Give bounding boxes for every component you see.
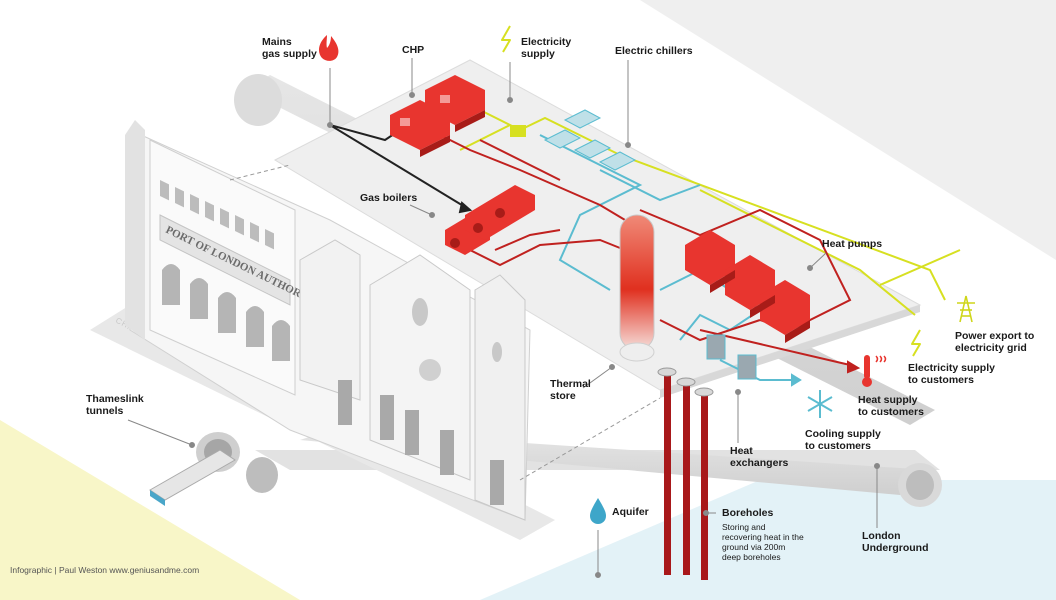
electricity-customers-label: Electricity supply to customers bbox=[908, 362, 995, 386]
flame-icon bbox=[319, 35, 339, 61]
gas-boilers-label: Gas boilers bbox=[360, 192, 418, 204]
snowflake-icon bbox=[807, 390, 833, 418]
water-drop-icon bbox=[590, 498, 606, 524]
chp-label: CHP bbox=[402, 44, 425, 56]
heat-supply-label: Heat supply to customers bbox=[858, 394, 924, 418]
blue-ground-tint bbox=[480, 480, 1056, 600]
yellow-ground-tint bbox=[0, 420, 300, 600]
electric-cables bbox=[449, 94, 961, 316]
electric-chillers-label: Electric chillers bbox=[615, 45, 693, 57]
electric-switchboard bbox=[510, 125, 526, 137]
boreholes-description: Storing and recovering heat in the groun… bbox=[722, 522, 804, 562]
power-export-label: Power export to electricity grid bbox=[955, 330, 1035, 354]
credit-text: Infographic | Paul Weston www.geniusandm… bbox=[10, 565, 200, 575]
boreholes-label: Boreholes bbox=[722, 507, 774, 519]
gas-boilers bbox=[445, 185, 535, 255]
thermal-store-label: Thermal store bbox=[550, 378, 591, 402]
cooling-pipes bbox=[539, 134, 802, 387]
pylon-icon bbox=[957, 295, 975, 323]
thameslink-train bbox=[149, 432, 240, 506]
heat-exchangers-label: Heat exchangers bbox=[730, 445, 789, 469]
heat-pumps-label: Heat pumps bbox=[822, 238, 883, 250]
cooling-supply-label: Cooling supply to customers bbox=[805, 428, 881, 452]
thameslink-tunnels-label: Thameslink tunnels bbox=[86, 393, 144, 417]
mains-gas-supply-label: Mains gas supply bbox=[262, 36, 317, 60]
grey-corner-tint bbox=[640, 0, 1056, 260]
electric-chillers bbox=[543, 109, 637, 171]
leader-lines bbox=[127, 58, 880, 578]
chp-units bbox=[390, 75, 485, 157]
port-of-london-authority-building: PORT OF LONDON AUTHORITY bbox=[125, 120, 531, 521]
thermometer-icon bbox=[862, 355, 887, 387]
heat-exchangers bbox=[706, 334, 757, 380]
london-underground-label: London Underground bbox=[862, 530, 929, 554]
heat-pumps bbox=[685, 230, 810, 343]
electricity-supply-label: Electricity supply bbox=[521, 36, 572, 60]
aquifer-label: Aquifer bbox=[612, 506, 649, 518]
lightning-icon bbox=[911, 329, 921, 357]
boreholes bbox=[657, 367, 714, 580]
lightning-icon bbox=[501, 25, 511, 53]
thermal-store-tank bbox=[619, 214, 655, 362]
